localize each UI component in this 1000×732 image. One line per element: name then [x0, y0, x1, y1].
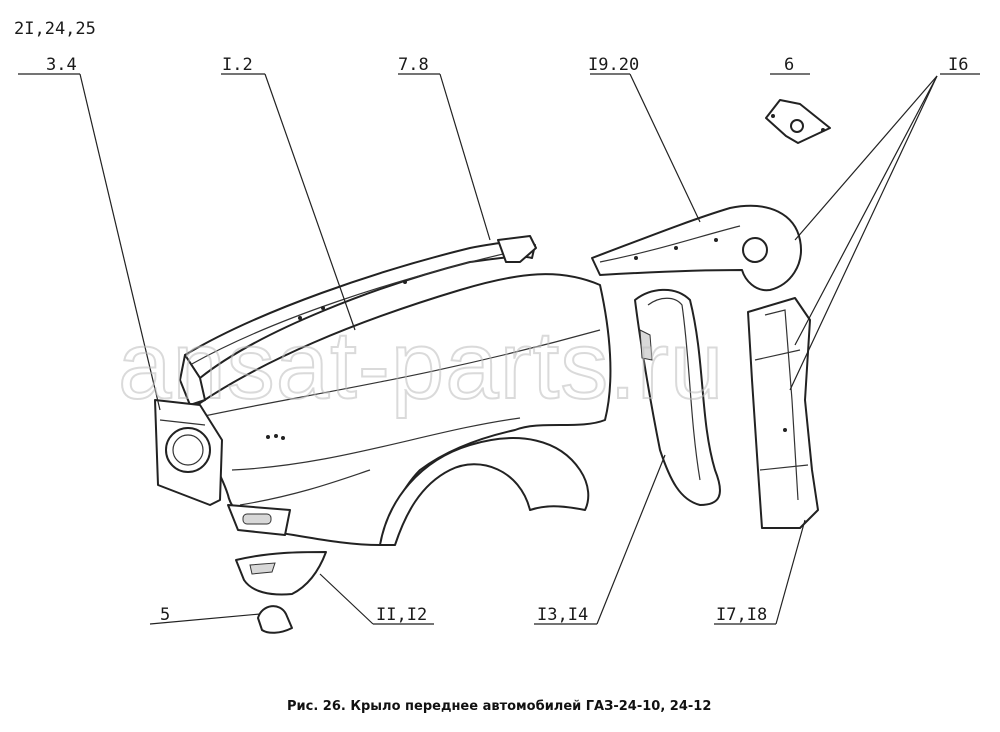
label-6: 6 [784, 55, 794, 75]
lower-fender-extension [235, 551, 327, 596]
label-17-18: I7,I8 [716, 605, 767, 625]
front-fender-panel [189, 273, 612, 546]
inner-fender-bracket [591, 204, 802, 292]
label-19-20: I9.20 [588, 55, 639, 75]
small-mounting-tab [257, 605, 293, 634]
label-13-14: I3,I4 [537, 605, 588, 625]
figure-caption: Рис. 26. Крыло переднее автомобилей ГАЗ-… [287, 699, 711, 714]
watermark: ansat-parts.ru [118, 312, 724, 419]
label-1-2: I.2 [222, 55, 253, 75]
leader-lines [18, 73, 980, 625]
label-3-4: 3.4 [46, 55, 77, 75]
vertical-reinforcement-pillar [747, 297, 819, 529]
wheel-arch-inner-panel [634, 288, 721, 506]
label-16: I6 [948, 55, 968, 75]
upper-reinforcement-strip [179, 235, 537, 406]
label-7-8: 7.8 [398, 55, 429, 75]
label-11-12: II,I2 [376, 605, 427, 625]
small-bracket [765, 99, 831, 144]
label-5: 5 [160, 605, 170, 625]
label-21-24-25: 2I,24,25 [14, 19, 96, 39]
headlamp-mounting-panel [154, 399, 223, 506]
